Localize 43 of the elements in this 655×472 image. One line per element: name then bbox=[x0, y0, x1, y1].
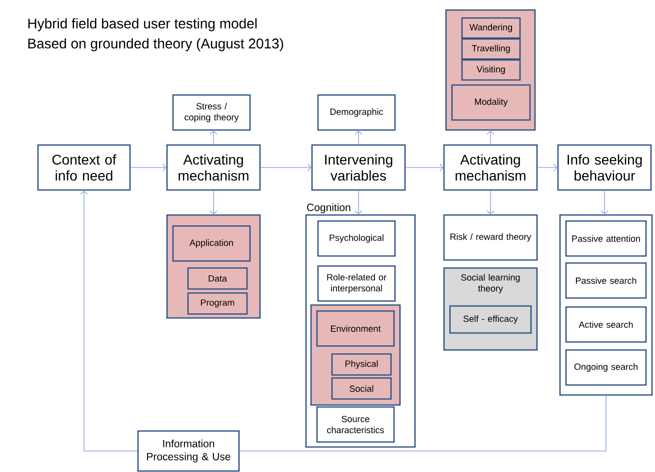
factor-box: Source characteristics bbox=[316, 406, 395, 443]
factor-box: Program bbox=[187, 292, 248, 315]
factor-box: Visiting bbox=[461, 59, 521, 81]
arrow bbox=[486, 190, 494, 214]
connector-line bbox=[239, 395, 606, 452]
title: Hybrid field based user testing model bbox=[28, 18, 257, 32]
stage-box: Information Processing & Use bbox=[137, 430, 240, 472]
behaviour-box: Passive attention bbox=[565, 220, 647, 257]
factor-box: Data bbox=[187, 267, 248, 290]
factor-box: Travelling bbox=[461, 38, 521, 60]
arrow bbox=[600, 190, 608, 214]
node-label: Cognition bbox=[307, 203, 350, 214]
arrow bbox=[210, 130, 218, 145]
arrow bbox=[537, 164, 558, 172]
factor-box: Role-related or interpersonal bbox=[317, 265, 396, 302]
stage-box: Intervening variables bbox=[311, 144, 406, 191]
factor-box: Psychological bbox=[317, 220, 396, 257]
theory-box: Risk / reward theory bbox=[443, 214, 538, 261]
stage-box: Info seeking behaviour bbox=[557, 144, 652, 191]
arrow bbox=[130, 164, 166, 172]
factor-box: Wandering bbox=[461, 17, 521, 39]
stage-box: Activating mechanism bbox=[166, 144, 261, 191]
stage-box: Activating mechanism bbox=[443, 144, 538, 191]
behaviour-box: Passive search bbox=[565, 262, 647, 299]
arrow bbox=[354, 130, 362, 145]
arrow bbox=[486, 130, 494, 145]
factor-box: Application bbox=[172, 225, 251, 262]
factor-box: Modality bbox=[451, 84, 531, 121]
behaviour-box: Ongoing search bbox=[565, 349, 647, 386]
factor-box: Physical bbox=[331, 353, 392, 376]
arrow bbox=[260, 164, 312, 172]
behaviour-box: Active search bbox=[565, 306, 647, 343]
factor-box: Demographic bbox=[317, 94, 396, 131]
factor-box: Environment bbox=[316, 310, 395, 347]
arrow bbox=[80, 190, 138, 452]
arrow bbox=[210, 190, 218, 214]
arrow bbox=[354, 190, 362, 214]
stage-box: Context of info need bbox=[37, 144, 131, 191]
factor-box: Social bbox=[331, 377, 392, 400]
subtitle: Based on grounded theory (August 2013) bbox=[28, 38, 284, 52]
arrow bbox=[405, 164, 444, 172]
factor-box: Self - efficacy bbox=[449, 305, 532, 334]
theory-box: Stress / coping theory bbox=[172, 94, 251, 131]
